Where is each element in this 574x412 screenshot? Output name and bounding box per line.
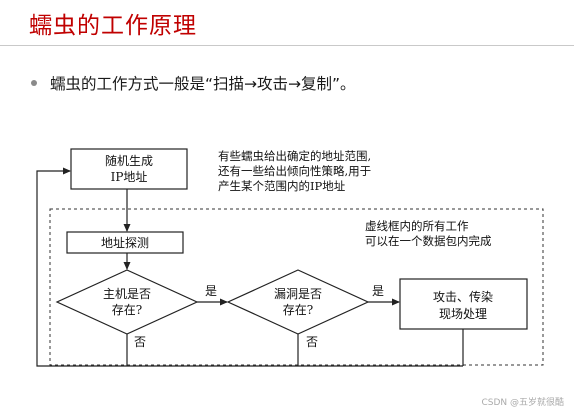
note-dashed-line1: 虚线框内的所有工作	[365, 219, 469, 233]
node-generate-ip: 随机生成 IP地址	[70, 148, 188, 190]
label-host-no: 否	[134, 335, 146, 349]
node-attack-line1: 攻击、传染	[433, 289, 493, 304]
decision-host-exists: 主机是否 存在?	[55, 269, 199, 335]
decision-vuln-line2: 存在?	[283, 303, 313, 317]
bullet-text: 蠕虫的工作方式一般是“扫描→攻击→复制”。	[50, 75, 356, 93]
label-host-yes: 是	[205, 284, 217, 298]
note-range-line2: 还有一些给出倾向性策略,用于	[218, 164, 371, 178]
label-vuln-no: 否	[306, 335, 318, 349]
note-range-line1: 有些蠕虫给出确定的地址范围,	[218, 149, 371, 163]
note-dashed-line2: 可以在一个数据包内完成	[365, 234, 492, 248]
slide-title: 蠕虫的工作原理	[29, 13, 197, 39]
note-range-line3: 产生某个范围内的IP地址	[218, 179, 346, 193]
label-vuln-yes: 是	[372, 284, 384, 298]
node-address-probe-label: 地址探测	[101, 236, 149, 250]
note-dashed-region: 虚线框内的所有工作 可以在一个数据包内完成	[365, 219, 492, 248]
node-generate-ip-line2: IP地址	[111, 170, 148, 184]
node-address-probe: 地址探测	[66, 231, 184, 254]
node-generate-ip-line1: 随机生成	[105, 153, 153, 168]
decision-host-line2: 存在?	[112, 303, 142, 317]
decision-vuln-exists: 漏洞是否 存在?	[226, 269, 370, 335]
note-address-range: 有些蠕虫给出确定的地址范围, 还有一些给出倾向性策略,用于 产生某个范围内的IP…	[218, 149, 371, 193]
dashed-region	[49, 208, 544, 366]
decision-host-line1: 主机是否	[103, 287, 151, 301]
watermark: CSDN @五岁就很酷	[481, 398, 564, 408]
bullet-dot	[31, 80, 37, 86]
edge-loop-back	[36, 167, 463, 367]
decision-vuln-line1: 漏洞是否	[274, 287, 322, 301]
node-attack: 攻击、传染 现场处理	[399, 278, 528, 330]
title-divider	[0, 45, 574, 46]
node-attack-line2: 现场处理	[439, 307, 487, 321]
